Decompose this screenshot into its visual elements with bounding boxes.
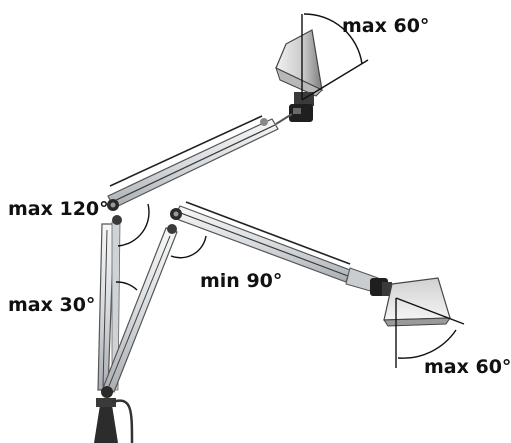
- angle-indicators: [115, 13, 465, 368]
- label-lower-arm-angle: max 30°: [8, 294, 95, 316]
- upper-arm-top: [107, 115, 279, 209]
- label-elbow-angle: max 120°: [8, 198, 109, 220]
- label-top-head-angle: max 60°: [342, 15, 429, 37]
- label-inner-elbow-angle: min 90°: [200, 270, 282, 292]
- bottom-lamp-head: [370, 277, 451, 327]
- top-lamp-head: [275, 29, 323, 125]
- lamp-base: [94, 398, 134, 443]
- joints: [101, 118, 268, 398]
- label-bottom-head-angle: max 60°: [424, 356, 511, 378]
